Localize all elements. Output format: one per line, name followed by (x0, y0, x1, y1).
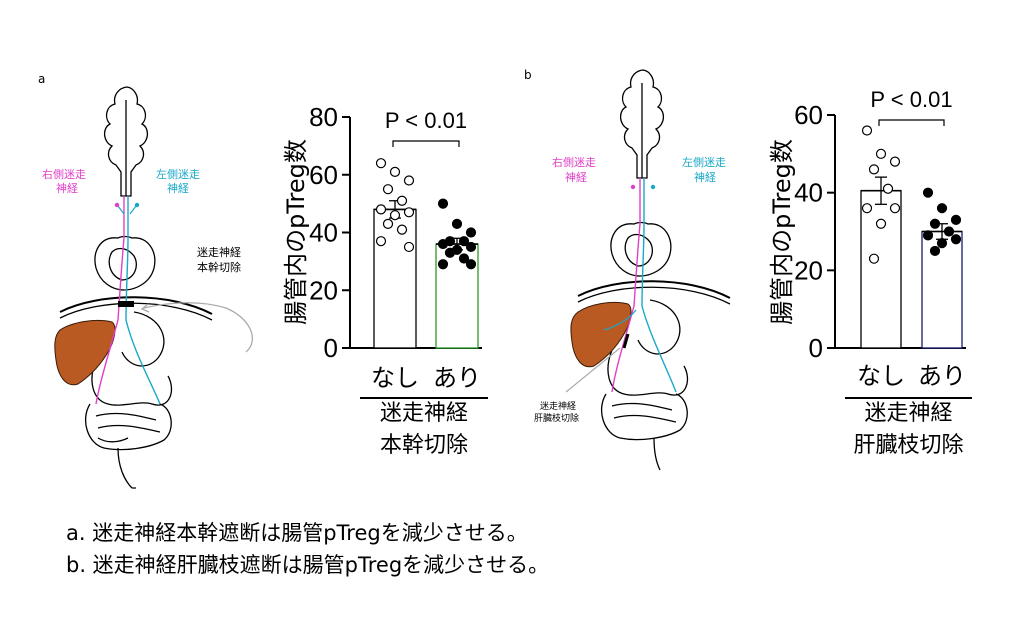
right-vagus-label-a-1: 右側迷走 (42, 167, 86, 181)
data-point-a-0 (375, 204, 387, 215)
category-label-a-0: なし (371, 364, 419, 392)
data-point-a-0 (389, 166, 401, 177)
y-tick-label-b: 40 (794, 178, 823, 208)
caption-a: a. 迷走神経本幹遮断は腸管pTregを減少させる。 (66, 521, 528, 545)
bar-b-0 (860, 190, 902, 349)
data-point-a-1 (458, 236, 470, 247)
y-tick-label-b: 0 (809, 333, 823, 363)
panel-label-b: b (524, 68, 532, 82)
data-point-b-0 (861, 203, 873, 214)
right-vagus-label-b-2: 神経 (565, 170, 587, 184)
panel-label-a: a (38, 72, 46, 86)
group-label-line2-a: 本幹切除 (380, 433, 468, 458)
y-tick-label-a: 20 (309, 275, 338, 305)
data-point-b-1 (922, 230, 934, 241)
bar-b-1 (921, 230, 963, 349)
data-point-a-0 (382, 184, 394, 195)
data-point-b-0 (889, 203, 901, 214)
significance-label-b: P < 0.01 (870, 87, 952, 112)
y-tick-label-b: 60 (794, 100, 823, 130)
cut-label-a-2: 本幹切除 (197, 260, 241, 274)
data-point-b-1 (950, 214, 962, 225)
data-point-b-0 (868, 164, 880, 175)
data-point-b-1 (929, 218, 941, 229)
liver-a (54, 319, 116, 386)
data-point-b-1 (929, 245, 941, 257)
category-label-a-1: あり (433, 364, 481, 392)
data-point-b-0 (875, 218, 887, 229)
data-point-b-1 (922, 187, 934, 198)
data-point-a-0 (396, 195, 408, 206)
liver-b (570, 301, 632, 368)
left-vagus-label-b-2: 神経 (694, 170, 716, 184)
group-label-line2-b: 肝臓枝切除 (853, 433, 963, 458)
category-label-b-1: あり (918, 362, 966, 390)
right-vagus-label-b-1: 右側迷走 (552, 155, 596, 169)
caption-b: b. 迷走神経肝臓枝遮断は腸管pTregを減少させる。 (66, 553, 550, 577)
data-point-b-0 (875, 148, 887, 159)
data-point-b-0 (868, 253, 880, 264)
y-tick-label-a: 0 (324, 333, 338, 363)
data-point-a-0 (403, 241, 415, 253)
hepatic-branch-cut-marker (622, 333, 630, 349)
cut-label-b-2: 肝臓枝切除 (534, 412, 579, 424)
data-point-a-1 (458, 253, 470, 264)
data-point-a-0 (403, 175, 415, 186)
heart-lungs-a (94, 235, 156, 291)
y-tick-label-a: 40 (309, 218, 338, 248)
y-axis-title-b: 腸管内のpTreg数 (768, 139, 796, 325)
cut-label-b-1: 迷走神経 (540, 400, 576, 412)
data-point-a-1 (451, 218, 463, 229)
data-point-a-1 (444, 247, 456, 258)
data-point-a-0 (403, 207, 415, 218)
significance-bracket-a (392, 140, 460, 147)
data-point-b-1 (943, 226, 955, 237)
data-point-b-1 (950, 234, 962, 245)
data-point-a-1 (465, 259, 477, 270)
data-point-a-0 (375, 236, 387, 247)
data-point-b-1 (936, 238, 948, 249)
data-point-a-1 (437, 198, 449, 209)
group-label-line1-b: 迷走神経 (864, 401, 952, 426)
y-tick-label-b: 20 (794, 255, 823, 285)
data-point-a-1 (465, 241, 477, 253)
cut-label-a-1: 迷走神経 (197, 245, 241, 259)
y-axis-title-a: 腸管内のpTreg数 (282, 139, 310, 325)
left-vagus-label-a-2: 神経 (167, 181, 189, 195)
group-label-line1-a: 迷走神経 (380, 401, 468, 426)
data-point-b-1 (936, 203, 948, 214)
data-point-b-0 (889, 156, 901, 167)
data-point-a-0 (389, 210, 401, 221)
data-point-b-0 (882, 183, 894, 194)
data-point-a-1 (437, 238, 449, 250)
significance-label-a: P < 0.01 (385, 108, 467, 133)
data-point-b-0 (861, 125, 873, 136)
heart-lungs-b (610, 221, 672, 277)
category-label-b-0: なし (857, 362, 905, 390)
left-vagus-label-b-1: 左側迷走 (682, 156, 726, 169)
data-point-a-1 (437, 259, 449, 270)
data-point-a-0 (375, 158, 387, 169)
significance-bracket-b (878, 119, 945, 126)
right-vagus-label-a-2: 神経 (56, 181, 78, 195)
y-tick-label-a: 80 (309, 102, 338, 132)
data-point-a-0 (382, 218, 394, 229)
trunk-cut-marker (118, 301, 134, 307)
y-tick-label-a: 60 (309, 160, 338, 190)
data-point-a-0 (396, 224, 408, 235)
bar-a-0 (373, 208, 417, 349)
left-vagus-label-a-1: 左側迷走 (156, 168, 200, 181)
data-point-a-1 (465, 227, 477, 238)
